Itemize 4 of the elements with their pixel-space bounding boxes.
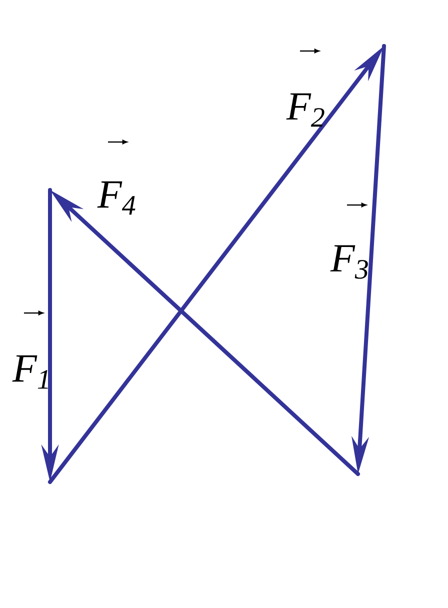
vector-label: F$_{1}$ [12,355,48,389]
vector-label: F$_{2}$ [286,93,324,127]
vector-label: F$_{4}$ [97,181,136,215]
vector-label: F$_{3}$ [330,245,368,279]
